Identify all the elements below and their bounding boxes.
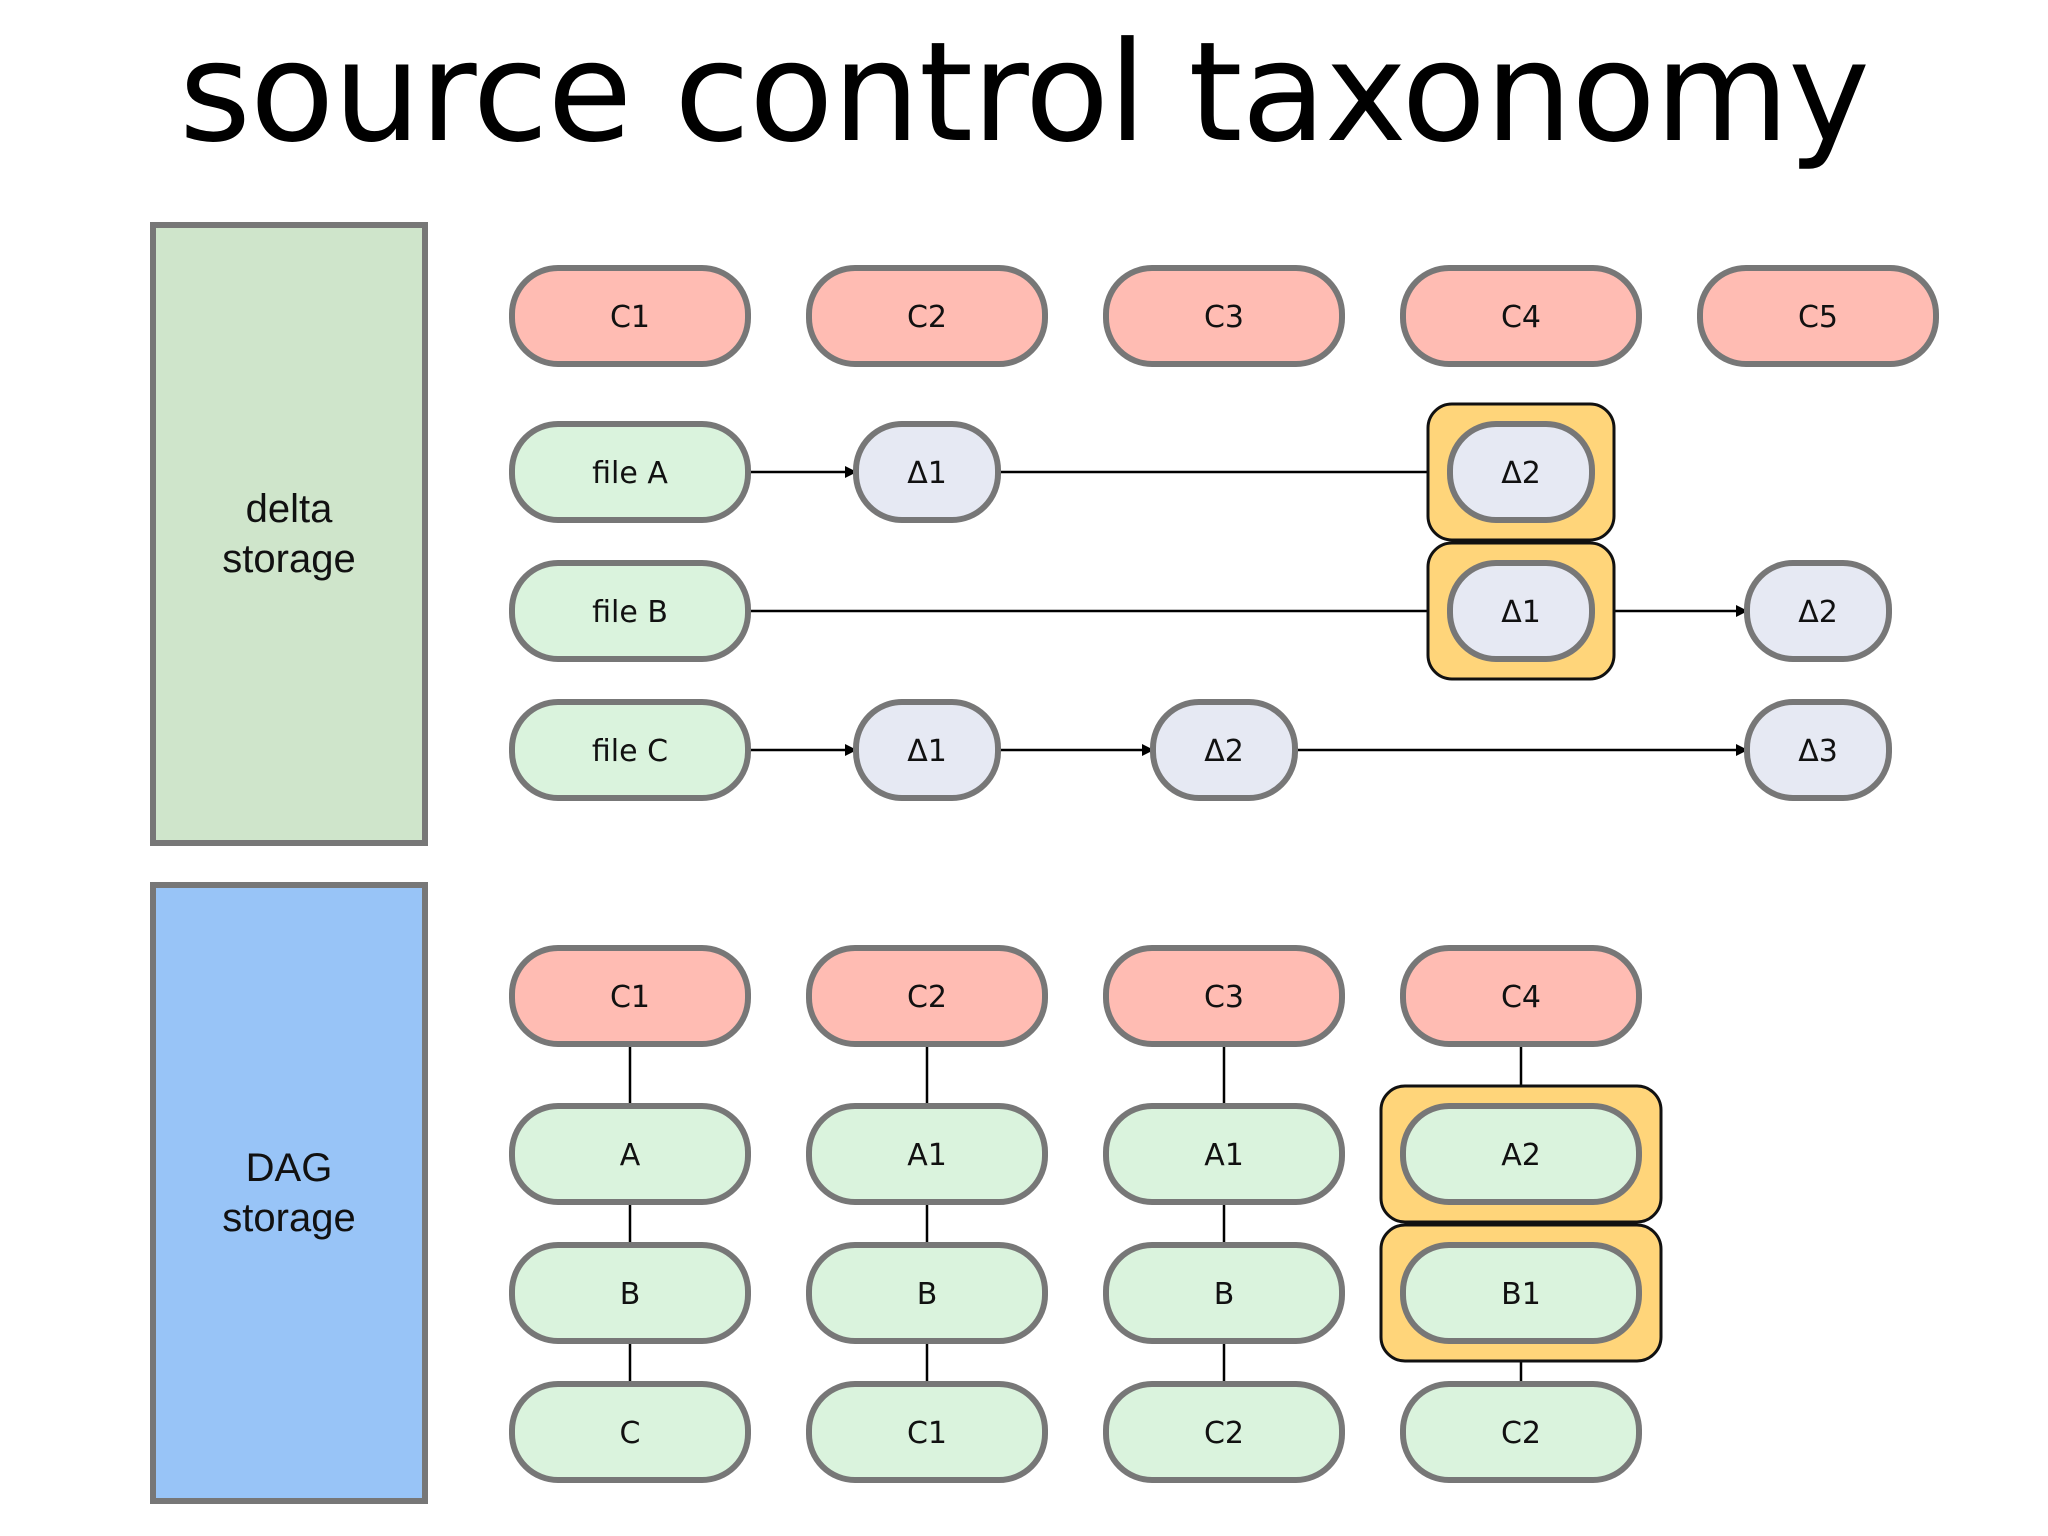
delta-node-2-1-shape [1447, 560, 1595, 662]
delta-commit-1-shape [509, 265, 751, 367]
dag-commit-1: C1 [509, 945, 751, 1047]
delta-commit-3-label: C3 [1204, 300, 1244, 335]
delta-commit-4: C4 [1400, 265, 1642, 367]
dag-node-4-2: B1 [1400, 1242, 1642, 1344]
delta-commit-5-shape [1697, 265, 1939, 367]
dag-node-3-1: A1 [1103, 1103, 1345, 1205]
delta-node-3-2-label: Δ2 [1204, 734, 1244, 769]
dag-commit-1-label: C1 [610, 980, 650, 1015]
dag-node-2-1-shape [806, 1103, 1048, 1205]
dag-commit-4-shape [1400, 945, 1642, 1047]
delta-commit-5: C5 [1697, 265, 1939, 367]
dag-commit-4-label: C4 [1501, 980, 1541, 1015]
dag-node-1-3-shape [509, 1381, 751, 1483]
delta-node-3-1: Δ1 [853, 699, 1001, 801]
dag-node-4-1-label: A2 [1501, 1138, 1541, 1173]
delta-commit-3-shape [1103, 265, 1345, 367]
dag-node-4-1-shape [1400, 1103, 1642, 1205]
dag-node-4-3-label: C2 [1501, 1416, 1541, 1451]
delta-node-3-1-label: Δ1 [907, 734, 947, 769]
dag-node-4-2-label: B1 [1501, 1277, 1541, 1312]
file-node-1: file A [509, 421, 751, 523]
dag-node-3-1-shape [1103, 1103, 1345, 1205]
delta-storage-label: delta storage [222, 487, 356, 581]
dag-commit-2-shape [806, 945, 1048, 1047]
dag-node-2-2: B [806, 1242, 1048, 1344]
delta-commit-4-label: C4 [1501, 300, 1541, 335]
dag-node-4-3: C2 [1400, 1381, 1642, 1483]
dag-node-3-1-label: A1 [1204, 1138, 1244, 1173]
delta-commit-1-label: C1 [610, 300, 650, 335]
dag-node-1-1: A [509, 1103, 751, 1205]
dag-node-4-3-shape [1400, 1381, 1642, 1483]
delta-node-2-1-label: Δ1 [1501, 595, 1541, 630]
delta-commit-1: C1 [509, 265, 751, 367]
delta-node-1-1: Δ1 [853, 421, 1001, 523]
dag-node-3-3: C2 [1103, 1381, 1345, 1483]
dag-node-2-2-shape [806, 1242, 1048, 1344]
delta-commit-2-shape [806, 265, 1048, 367]
dag-commit-2-label: C2 [907, 980, 947, 1015]
file-node-2: file B [509, 560, 751, 662]
delta-node-1-1-label: Δ1 [907, 456, 947, 491]
dag-node-2-3-shape [806, 1381, 1048, 1483]
dag-node-1-2-label: B [620, 1277, 641, 1312]
delta-commit-2-label: C2 [907, 300, 947, 335]
delta-node-2-2: Δ2 [1744, 560, 1892, 662]
delta-node-1-1-shape [853, 421, 1001, 523]
dag-node-2-1: A1 [806, 1103, 1048, 1205]
dag-node-3-2-label: B [1214, 1277, 1235, 1312]
dag-node-1-2: B [509, 1242, 751, 1344]
dag-node-2-3-label: C1 [907, 1416, 947, 1451]
delta-node-3-2-shape [1150, 699, 1298, 801]
dag-node-2-1-label: A1 [907, 1138, 947, 1173]
delta-node-2-1: Δ1 [1447, 560, 1595, 662]
slide-title: source control taxonomy [179, 12, 1870, 173]
dag-node-1-1-shape [509, 1103, 751, 1205]
dag-node-1-2-shape [509, 1242, 751, 1344]
dag-node-3-2: B [1103, 1242, 1345, 1344]
delta-node-3-3: Δ3 [1744, 699, 1892, 801]
dag-commit-1-shape [509, 945, 751, 1047]
delta-node-3-3-label: Δ3 [1798, 734, 1838, 769]
dag-storage-label: DAG storage [222, 1146, 356, 1240]
delta-node-1-2-shape [1447, 421, 1595, 523]
dag-node-3-3-shape [1103, 1381, 1345, 1483]
delta-node-2-2-label: Δ2 [1798, 595, 1838, 630]
dag-node-1-1-label: A [620, 1138, 641, 1173]
delta-node-1-2-label: Δ2 [1501, 456, 1541, 491]
dag-node-3-3-label: C2 [1204, 1416, 1244, 1451]
dag-commit-4: C4 [1400, 945, 1642, 1047]
dag-node-2-3: C1 [806, 1381, 1048, 1483]
dag-node-1-3: C [509, 1381, 751, 1483]
delta-node-2-2-shape [1744, 560, 1892, 662]
dag-commit-3: C3 [1103, 945, 1345, 1047]
dag-node-2-2-label: B [917, 1277, 938, 1312]
file-node-2-label: file B [592, 595, 668, 630]
file-node-2-shape [509, 560, 751, 662]
dag-commit-3-label: C3 [1204, 980, 1244, 1015]
delta-commit-5-label: C5 [1798, 300, 1838, 335]
delta-node-3-3-shape [1744, 699, 1892, 801]
file-node-1-label: file A [592, 456, 668, 491]
dag-node-4-2-shape [1400, 1242, 1642, 1344]
file-node-3: file C [509, 699, 751, 801]
delta-node-3-1-shape [853, 699, 1001, 801]
dag-node-3-2-shape [1103, 1242, 1345, 1344]
delta-commit-4-shape [1400, 265, 1642, 367]
dag-commit-2: C2 [806, 945, 1048, 1047]
dag-storage-panel: DAG storage [150, 882, 428, 1504]
dag-node-4-1: A2 [1400, 1103, 1642, 1205]
delta-node-3-2: Δ2 [1150, 699, 1298, 801]
delta-storage-panel: delta storage [150, 222, 428, 846]
file-node-1-shape [509, 421, 751, 523]
dag-commit-3-shape [1103, 945, 1345, 1047]
delta-commit-3: C3 [1103, 265, 1345, 367]
dag-node-1-3-label: C [620, 1416, 641, 1451]
delta-node-1-2: Δ2 [1447, 421, 1595, 523]
delta-commit-2: C2 [806, 265, 1048, 367]
file-node-3-shape [509, 699, 751, 801]
file-node-3-label: file C [592, 734, 668, 769]
